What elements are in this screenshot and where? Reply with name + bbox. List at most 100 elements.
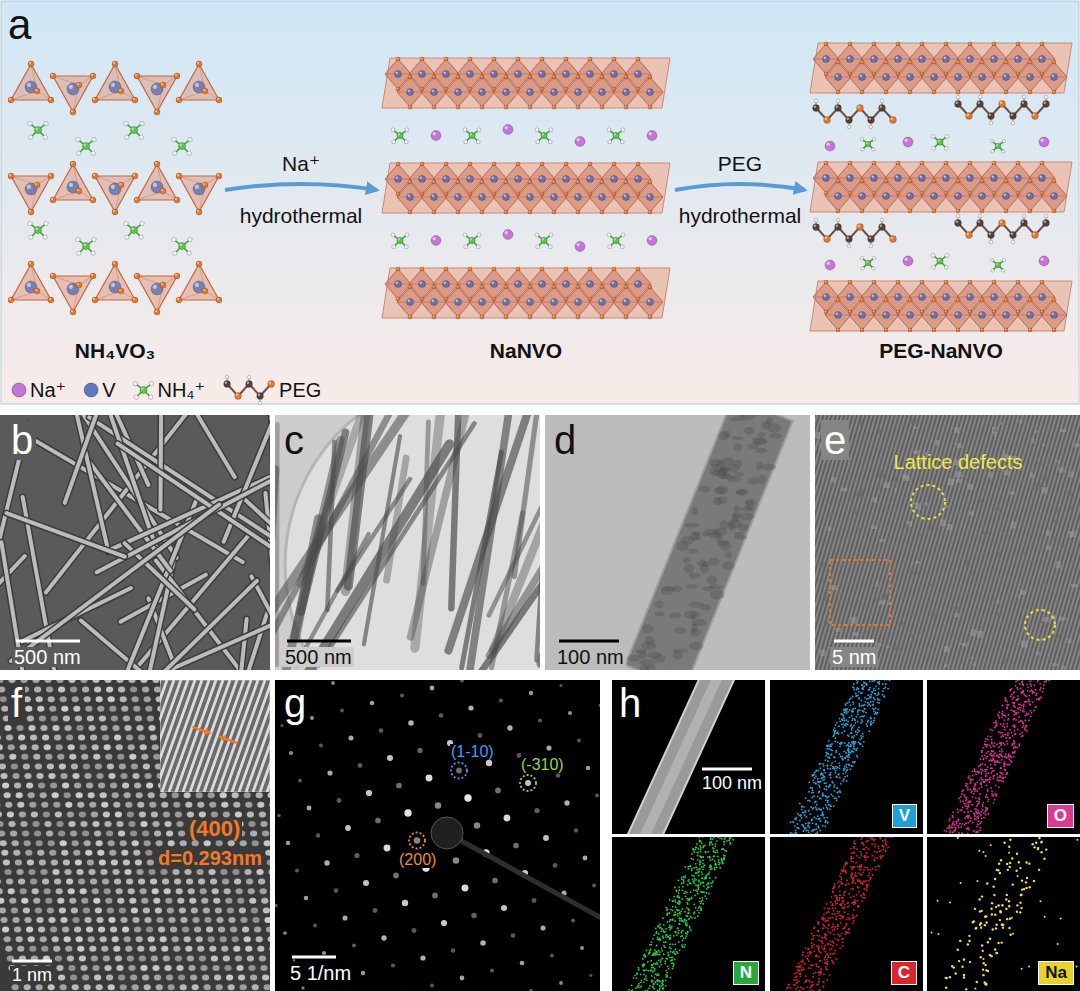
atom-column [228, 917, 235, 923]
atom-column [35, 907, 42, 913]
diffraction-spot [550, 954, 554, 958]
atom-column [134, 927, 141, 933]
lattice-fringe [799, 415, 874, 670]
diffraction-spot [331, 681, 335, 685]
diffraction-spot [571, 919, 575, 923]
noise [947, 524, 952, 530]
atom-column [180, 840, 187, 846]
element-signal [815, 770, 817, 772]
atom-column [216, 984, 223, 990]
atom-column [38, 927, 45, 933]
element-signal [869, 681, 871, 683]
texture [684, 523, 699, 528]
atom-column [216, 917, 223, 923]
nanowire [301, 432, 345, 612]
lattice-fringe [1063, 415, 1080, 670]
atom-column [0, 888, 3, 894]
element-signal [835, 772, 837, 774]
element-signal [869, 705, 871, 707]
diffraction-spot [361, 674, 364, 677]
atom-column [80, 821, 87, 827]
diffraction-spot [471, 913, 476, 918]
atom-column [240, 840, 247, 846]
element-signal [835, 737, 837, 739]
noise [955, 479, 961, 483]
atom-column [100, 792, 107, 798]
element-signal [843, 709, 845, 711]
atom-column [141, 754, 148, 760]
atom-column [0, 744, 3, 750]
atom-column [36, 917, 43, 923]
diffraction-spot [412, 928, 417, 933]
noise [860, 419, 863, 425]
noise [1052, 663, 1058, 666]
atom-column [208, 792, 215, 798]
element-signal [880, 673, 882, 675]
element-signal [830, 774, 832, 776]
element-signal [830, 772, 832, 774]
atom-column [3, 859, 10, 865]
noise [828, 527, 832, 531]
atom-column [110, 783, 117, 789]
element-signal [831, 753, 833, 755]
noise [1069, 531, 1076, 537]
element-signal [834, 784, 836, 786]
element-signal [839, 777, 841, 779]
element-signal [822, 792, 824, 794]
noise [971, 569, 973, 575]
panel-ground [0, 680, 270, 991]
diffraction-spot [414, 837, 420, 843]
atom-column [109, 850, 116, 856]
atom-column [45, 754, 52, 760]
atom-column [209, 946, 216, 952]
diffraction-spot [520, 961, 525, 966]
atom-column [164, 965, 171, 971]
atom-column [156, 840, 163, 846]
atom-column [196, 792, 203, 798]
diffraction-spot [456, 768, 462, 774]
atom-column [79, 667, 86, 673]
texture [734, 532, 743, 537]
noise [830, 585, 837, 590]
atom-column [156, 917, 163, 923]
atom-column [4, 792, 11, 798]
noise [1039, 620, 1042, 623]
atom-column [266, 927, 273, 933]
atom-column [187, 955, 194, 961]
atom-column [109, 706, 116, 712]
atom-column [143, 763, 150, 769]
element-map [770, 667, 923, 847]
atom-column [40, 792, 47, 798]
texture [710, 590, 725, 600]
noise [892, 498, 896, 500]
diffraction-spot [408, 720, 414, 726]
texture [739, 512, 754, 520]
diffraction-spot [568, 711, 572, 715]
noise [1020, 589, 1022, 595]
atom-column [71, 763, 78, 769]
noise [860, 489, 863, 496]
element-signal [811, 820, 813, 822]
atom-column [262, 831, 269, 837]
atom-column [7, 667, 14, 673]
atom-column [72, 984, 79, 990]
atom-column [44, 744, 51, 750]
element-signal [852, 703, 854, 705]
atom-column [235, 955, 242, 961]
atom-column [119, 763, 126, 769]
element-signal [789, 835, 791, 837]
atom-column [168, 917, 175, 923]
atom-column [197, 658, 204, 664]
texture [636, 649, 647, 654]
atom-column [257, 802, 264, 808]
atom-column [160, 936, 167, 942]
atom-column [7, 811, 14, 817]
element-signal [822, 795, 824, 797]
atom-column [0, 907, 6, 913]
element-signal [819, 763, 821, 765]
atom-column [247, 811, 254, 817]
atom-column [204, 917, 211, 923]
atom-column [64, 725, 71, 731]
atom-column [184, 869, 191, 875]
atom-column [145, 706, 152, 712]
